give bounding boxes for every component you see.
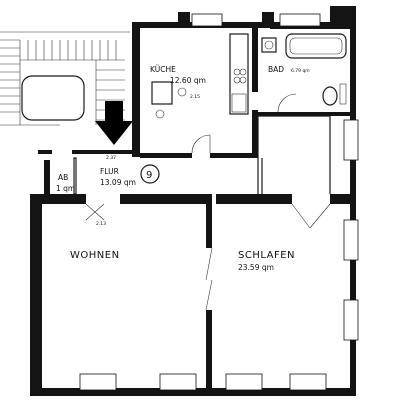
bad-area: 6.79 qm: [291, 68, 310, 74]
flur-label: FLUR: [100, 167, 119, 176]
door-swing: [191, 134, 211, 154]
sink-icon: [231, 93, 247, 113]
ab-area: 1 qm: [56, 184, 75, 193]
wohnen-label: WOHNEN: [70, 250, 120, 261]
kueche-area: 12.60 qm: [170, 76, 206, 85]
entrance-door-marker: [140, 164, 160, 184]
stove-burner-icon: [239, 76, 247, 84]
kueche-label: KÜCHE: [150, 65, 176, 74]
stair-steps: [0, 31, 130, 126]
washbasin-icon: [261, 37, 277, 53]
stove-burner-icon: [239, 68, 247, 76]
stairwell: [0, 22, 132, 130]
kitchen-fixtures: [151, 33, 249, 154]
sliding-door: [205, 247, 213, 311]
stair-well-opening: [21, 75, 85, 121]
flur-area: 13.09 qm: [100, 178, 136, 187]
stove-burner-icon: [233, 76, 241, 84]
door-swing: [291, 203, 331, 229]
door-swings: [85, 164, 331, 311]
flur-door-mark: 2.37: [106, 155, 116, 161]
door-swing: [277, 93, 297, 113]
entrance-number: 9: [146, 170, 153, 181]
kueche-door-mark: 2.15: [190, 94, 200, 100]
walls: [30, 6, 356, 396]
chair-icon: [155, 109, 165, 119]
arrow-down-icon: [95, 101, 133, 145]
bath-fixtures: [261, 33, 347, 113]
toilet-icon: [322, 86, 338, 106]
wohnen-door-mark: 2.13: [96, 221, 106, 227]
stove-burner-icon: [233, 68, 241, 76]
bathtub-icon: [285, 33, 347, 59]
kitchen-counter: [229, 33, 249, 115]
door-swing: [85, 203, 105, 221]
schlafen-area: 23.59 qm: [238, 263, 274, 272]
ab-label: AB: [58, 173, 68, 182]
schlafen-label: SCHLAFEN: [238, 250, 295, 261]
kitchen-table: [151, 81, 173, 105]
chair-icon: [177, 87, 187, 97]
windows: [79, 13, 359, 391]
bad-label: BAD: [268, 65, 284, 74]
